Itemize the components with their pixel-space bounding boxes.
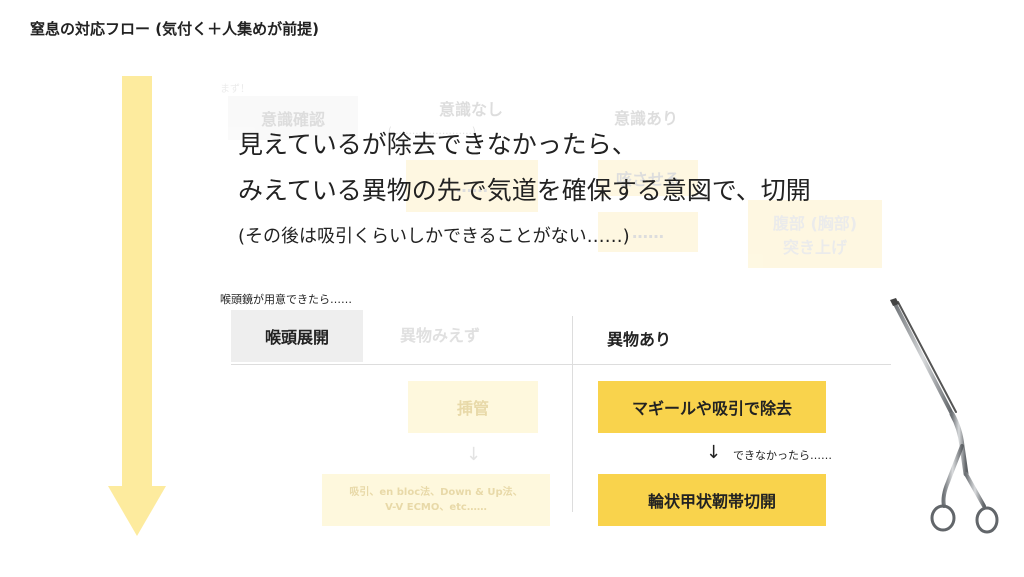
ishiki-nashi-sub: (……………………)	[388, 126, 476, 137]
overlay-line-1: 見えているが除去できなかったら、	[238, 130, 637, 159]
mazu-label: まず！	[220, 84, 250, 95]
magill-removal-box: マギールや吸引で除去	[598, 381, 826, 433]
ghost-down-arrow: ↓	[466, 444, 482, 465]
header-foreign-body: 異物あり	[607, 330, 672, 349]
overlay-line-2: みえている異物の先で気道を確保する意図で、切開	[238, 176, 811, 205]
header-no-foreign-body: 異物みえず	[400, 326, 481, 345]
ishiki-nashi-label: 意識なし	[438, 100, 503, 119]
alternative-methods-box: 吸引、en bloc法、Down & Up法、 V-V ECMO、etc……	[322, 474, 550, 526]
ishiki-kakunin-box: 意識確認	[228, 96, 358, 140]
flow-arrow-head	[108, 486, 166, 536]
if-failed-label: できなかったら……	[733, 449, 832, 462]
fukubu-box: 腹部 (胸部) 突き上げ	[748, 200, 882, 268]
page-title: 窒息の対応フロー (気付く＋人集めが前提)	[30, 20, 319, 38]
ishiki-ari-label: 意識あり	[613, 109, 678, 128]
down-arrow: ↓	[706, 442, 722, 463]
laryngoscope-lead: 喉頭鏡が用意できたら……	[220, 293, 352, 306]
table-divider-horizontal	[231, 364, 891, 365]
intubation-box: 挿管	[408, 381, 538, 433]
flow-arrow-shaft	[122, 76, 152, 488]
ghost-middle-box: ……	[406, 160, 538, 212]
seki-box: 咳させる	[598, 160, 698, 196]
overlay-line-3: (その後は吸引くらいしかできることがない……)	[238, 226, 630, 247]
seki-box-2: ……	[598, 212, 698, 252]
header-laryngoscopy: 喉頭展開	[231, 310, 363, 362]
forceps-icon	[890, 298, 999, 534]
cricothyroidotomy-box: 輪状甲状靭帯切開	[598, 474, 826, 526]
table-divider-vertical	[572, 316, 573, 512]
